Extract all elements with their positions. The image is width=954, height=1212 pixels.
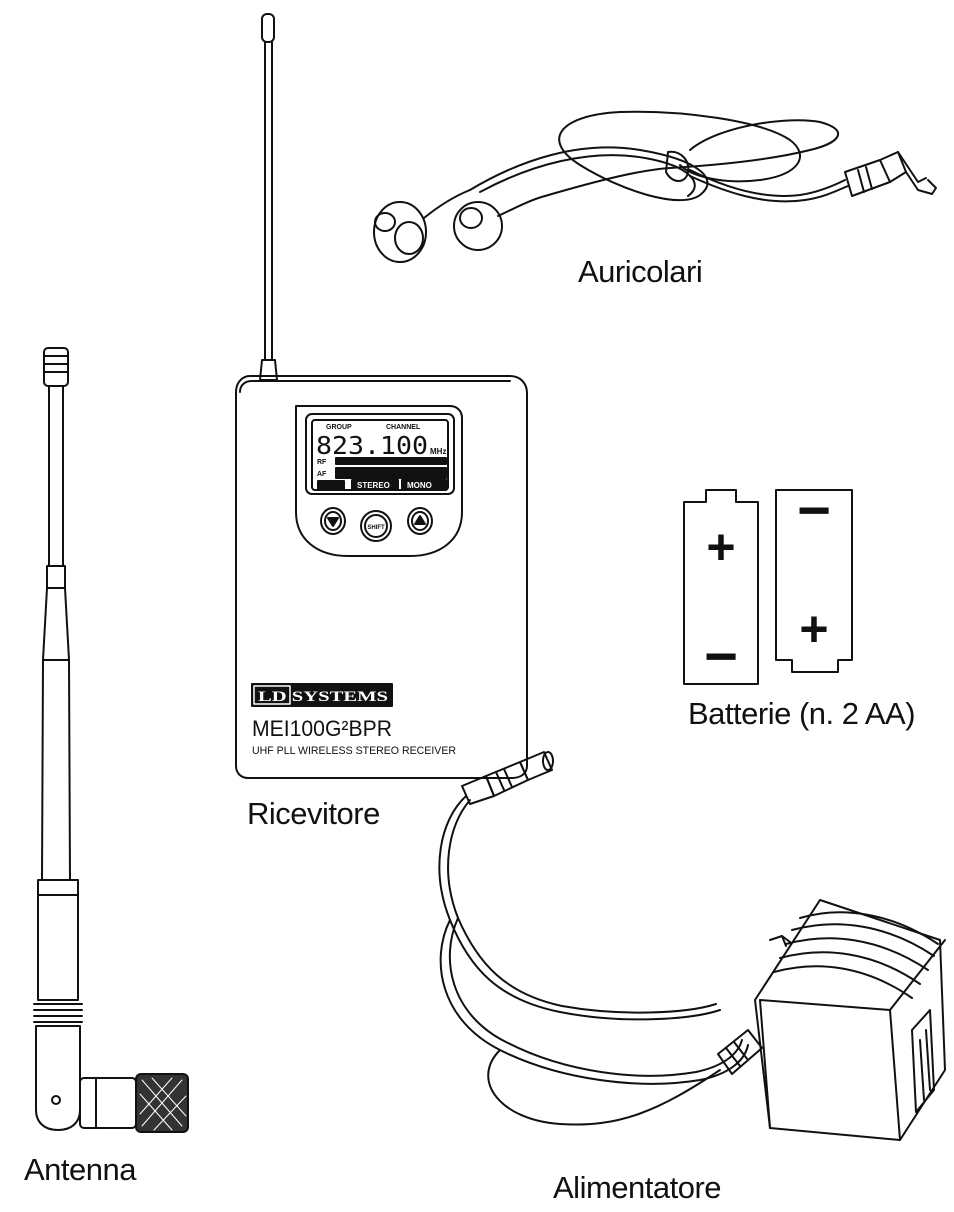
battery-left-top-sign: + xyxy=(706,519,735,575)
power-supply-drawing xyxy=(438,751,946,1141)
lcd-mono-label: MONO xyxy=(407,481,432,490)
label-antenna: Antenna xyxy=(24,1152,137,1187)
left-earbud xyxy=(373,189,471,263)
label-receiver: Ricevitore xyxy=(247,796,380,831)
batteries-drawing xyxy=(683,489,853,685)
label-earphones: Auricolari xyxy=(578,254,703,289)
shift-button-label: SHIFT xyxy=(367,525,385,531)
receiver-buttons xyxy=(320,507,433,542)
label-batteries: Batterie (n. 2 AA) xyxy=(688,696,916,731)
lcd-unit: MHz xyxy=(430,447,446,456)
earphones-drawing xyxy=(373,110,937,263)
label-power-supply: Alimentatore xyxy=(553,1170,722,1205)
lcd-frequency: 823.100 xyxy=(316,431,428,460)
battery-right-bottom-sign: + xyxy=(799,601,828,657)
lcd-group-label: GROUP xyxy=(326,424,352,431)
lcd-stereo-label: STEREO xyxy=(357,481,390,490)
right-earbud xyxy=(453,195,546,251)
audio-jack xyxy=(844,151,937,197)
lcd-af-label: AF xyxy=(317,471,327,478)
rf-af-meters xyxy=(317,457,447,490)
receiver-drawing xyxy=(235,13,528,779)
receiver-model: MEI100G²BPR xyxy=(252,716,392,741)
lcd-rf-label: RF xyxy=(317,459,327,466)
battery-left-bottom-sign: − xyxy=(704,624,738,689)
receiver-description: UHF PLL WIRELESS STEREO RECEIVER xyxy=(252,745,456,757)
lcd-channel-label: CHANNEL xyxy=(386,424,421,431)
receiver-brand: LD SYSTEMS xyxy=(258,689,388,705)
battery-right-top-sign: − xyxy=(797,478,831,543)
antenna-drawing xyxy=(33,347,189,1133)
